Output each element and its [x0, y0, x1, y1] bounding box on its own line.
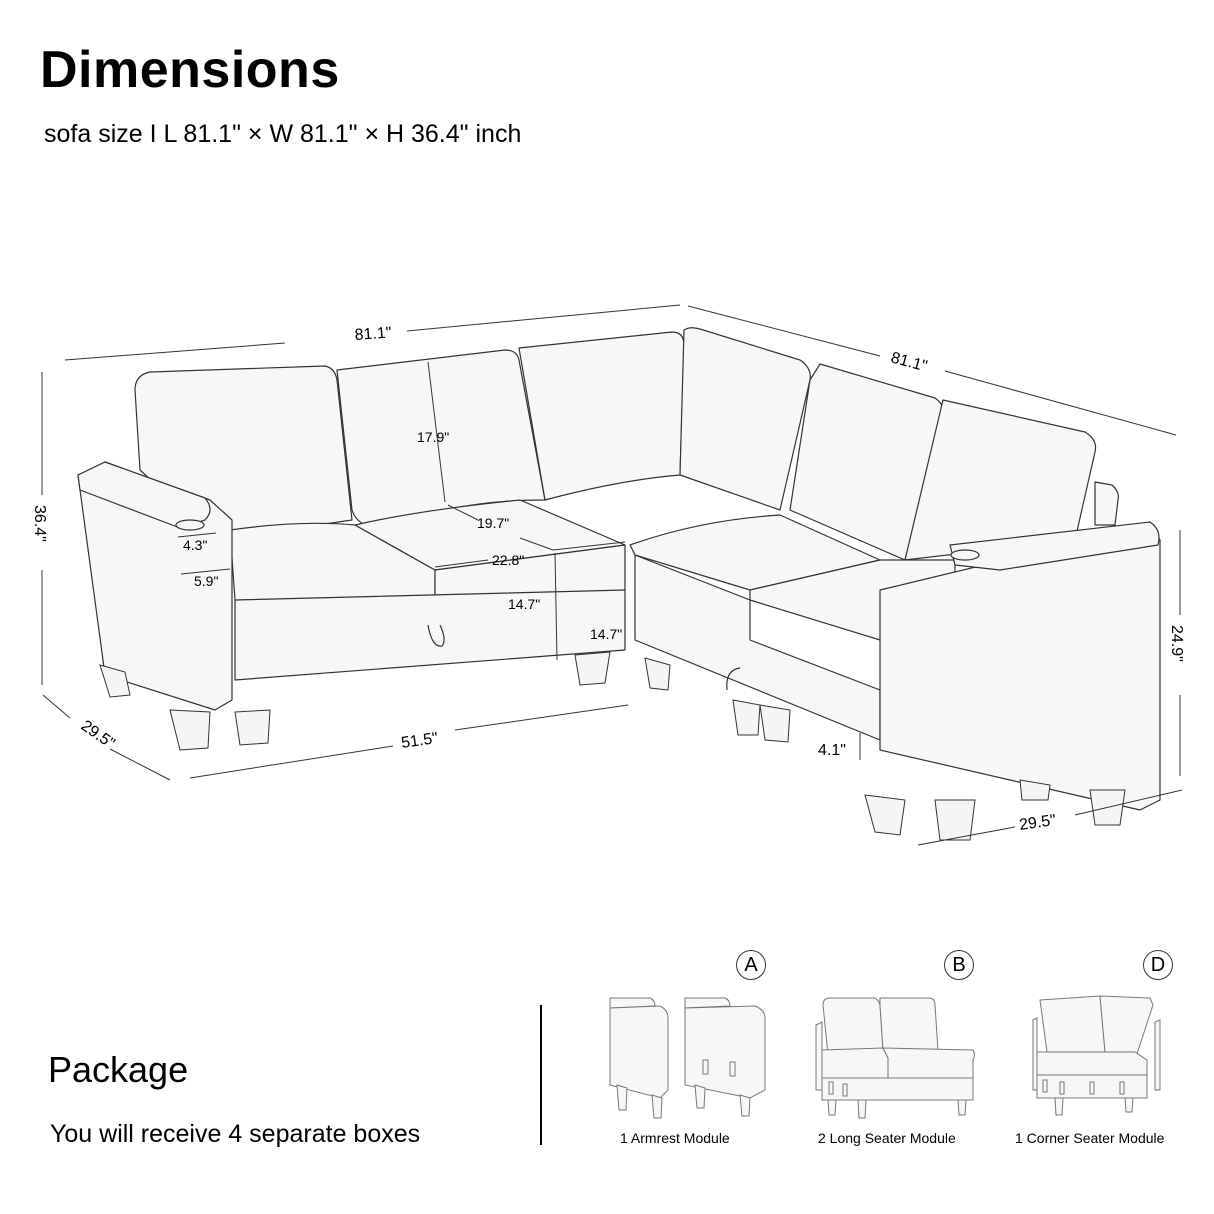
- package-subtitle: You will receive 4 separate boxes: [50, 1120, 421, 1148]
- dim-cupholder: 4.3": [183, 537, 207, 553]
- dim-length-left: 81.1": [354, 324, 392, 344]
- module-label-armrest: 1 Armrest Module: [620, 1130, 730, 1146]
- dim-back-height: 17.9": [417, 429, 449, 445]
- dim-seat-depth: 19.7": [477, 515, 509, 531]
- dim-leg-height: 4.1": [818, 742, 846, 759]
- armrest-module-icon: [609, 997, 766, 1119]
- dim-base-length: 51.5": [400, 730, 439, 752]
- dim-length-right: 81.1": [889, 349, 929, 375]
- dim-seat-height-side: 14.7": [590, 626, 622, 642]
- section-divider: [540, 1005, 542, 1145]
- dim-depth-right: 29.5": [1018, 812, 1057, 834]
- dim-armrest-width: 5.9": [194, 573, 218, 589]
- dim-arm-height: 24.9": [1168, 625, 1185, 662]
- module-badge-a: A: [736, 950, 766, 980]
- long-seater-module-icon: [815, 997, 975, 1119]
- module-badge-d: D: [1143, 950, 1173, 980]
- dim-depth-left: 29.5": [78, 717, 118, 752]
- sofa-size-summary: sofa size I L 81.1" × W 81.1" × H 36.4" …: [44, 120, 522, 148]
- module-label-long-seater: 2 Long Seater Module: [818, 1130, 956, 1146]
- package-title: Package: [48, 1049, 189, 1090]
- module-label-corner-seater: 1 Corner Seater Module: [1015, 1130, 1165, 1146]
- module-badge-b: B: [944, 950, 974, 980]
- dim-seat-width: 22.8": [492, 552, 524, 568]
- page-title: Dimensions: [40, 41, 340, 99]
- dim-overall-height: 36.4": [31, 505, 48, 542]
- sectional-sofa-diagram: 81.1" 81.1" 36.4" 17.9" 19.7" 22.8" 14.7…: [31, 304, 1185, 846]
- dim-seat-height-front: 14.7": [508, 596, 540, 612]
- corner-seater-module-icon: [1032, 995, 1161, 1116]
